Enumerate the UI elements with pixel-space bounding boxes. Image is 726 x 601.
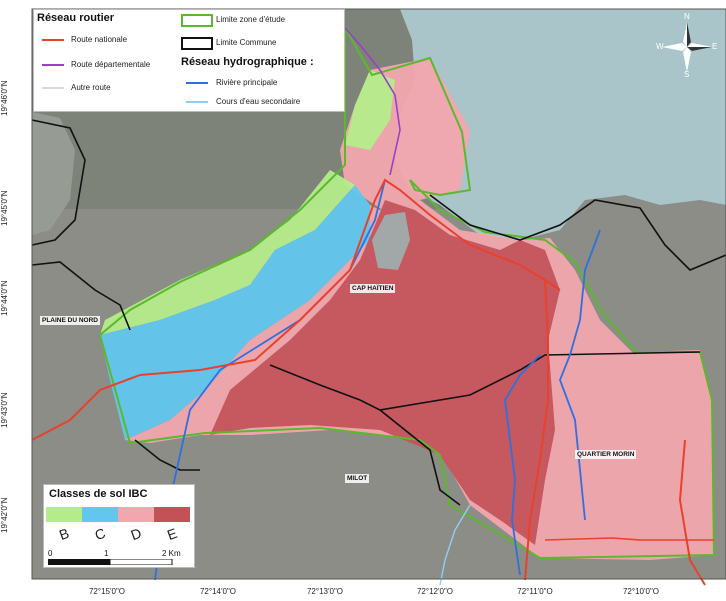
route-nationale-south [524, 279, 549, 581]
legend-limite-commune: Limite Commune [216, 38, 277, 47]
soil-class-title: Classes de sol IBC [49, 488, 148, 500]
longitude-label-7211: 72°11'0"O [517, 587, 553, 596]
map-legend: Réseau routier Route nationale Route dép… [33, 9, 345, 112]
soil-class-b-label: B [56, 524, 72, 544]
legend-road-title: Réseau routier [37, 12, 115, 24]
route-nationale-west [31, 178, 561, 441]
latitude-label-1943: 19°43'0"N [0, 392, 9, 428]
sea-area [395, 9, 726, 240]
route-nationale-east [678, 439, 706, 586]
soil-class-c-swatch [82, 507, 118, 522]
place-label-plaine-du-nord: PLAINE DU NORD [40, 316, 100, 325]
latitude-label-1946: 19°46'0"N [0, 80, 9, 116]
legend-autre-route: Autre route [71, 83, 111, 92]
soil-class-c [100, 185, 370, 440]
place-label-milot: MILOT [345, 474, 370, 483]
study-area-boundary [98, 24, 716, 560]
commune-limit-east [379, 351, 701, 411]
cap-haitien-urban [372, 212, 410, 270]
commune-limit-coast-east [429, 194, 726, 271]
legend-route-nationale: Route nationale [71, 35, 128, 44]
river-secondary [439, 504, 471, 586]
legend-route-departementale: Route départementale [71, 60, 151, 69]
map-border [31, 8, 726, 580]
place-label-cap-haitien: CAP HAÏTIEN [350, 284, 396, 293]
place-label-quartier-morin: QUARTIER MORIN [575, 450, 637, 459]
legend-limite-commune-swatch [181, 37, 213, 50]
legend-route-nationale-swatch [42, 39, 64, 41]
legend-cours-eau-swatch [186, 101, 208, 103]
soil-class-e-label: E [164, 524, 180, 544]
soil-class-c-label: C [92, 524, 108, 544]
route-departementale [344, 27, 401, 176]
south-label: S [684, 70, 690, 79]
legend-hydro-title: Réseau hydrographique : [181, 56, 314, 68]
north-arrow: N S W E [656, 12, 718, 80]
soil-class-e-swatch [154, 507, 190, 522]
sea-west [32, 112, 75, 235]
scale-bar [48, 559, 173, 565]
legend-riviere: Rivière principale [216, 78, 278, 87]
compass-rose-icon [662, 22, 712, 72]
soil-class-b [100, 70, 395, 335]
longitude-label-7210: 72°10'0"O [622, 587, 660, 596]
soil-class-legend: Classes de sol IBC B C D E 0 1 2 Km [43, 484, 195, 568]
west-label: W [656, 42, 664, 51]
commune-limit-north [31, 119, 86, 246]
longitude-label-7212: 72°12'0"O [416, 587, 454, 596]
scale-label-start: 0 [48, 549, 53, 558]
soil-class-b-swatch [46, 507, 82, 522]
longitude-label-7213: 72°13'0"O [306, 587, 344, 596]
longitude-label-7215: 72°15'0"O [88, 587, 126, 596]
commune-limit-west [31, 261, 131, 331]
river-main-east [504, 354, 541, 576]
legend-limite-zone-swatch [181, 14, 213, 27]
north-label: N [684, 12, 690, 21]
legend-riviere-swatch [186, 82, 208, 84]
soil-class-d-label: D [128, 524, 144, 544]
scale-label-mid: 1 [104, 549, 109, 558]
latitude-label-1944: 19°44'0"N [0, 280, 9, 316]
scale-label-end: 2 Km [162, 549, 181, 558]
legend-route-departementale-swatch [42, 64, 64, 66]
river-quartier-morin [559, 229, 601, 521]
latitude-label-1942: 19°42'0"N [0, 497, 9, 533]
route-nationale-southeast [544, 537, 714, 541]
soil-class-d-swatch [118, 507, 154, 522]
east-label: E [712, 42, 718, 51]
commune-limit-south [134, 439, 200, 471]
latitude-label-1945: 19°45'0"N [0, 190, 9, 226]
soil-class-e [210, 200, 560, 545]
longitude-label-7214: 72°14'0"O [199, 587, 237, 596]
legend-autre-route-swatch [42, 87, 64, 89]
legend-cours-eau: Cours d'eau secondaire [216, 97, 301, 106]
legend-limite-zone: Limite zone d'étude [216, 15, 286, 24]
